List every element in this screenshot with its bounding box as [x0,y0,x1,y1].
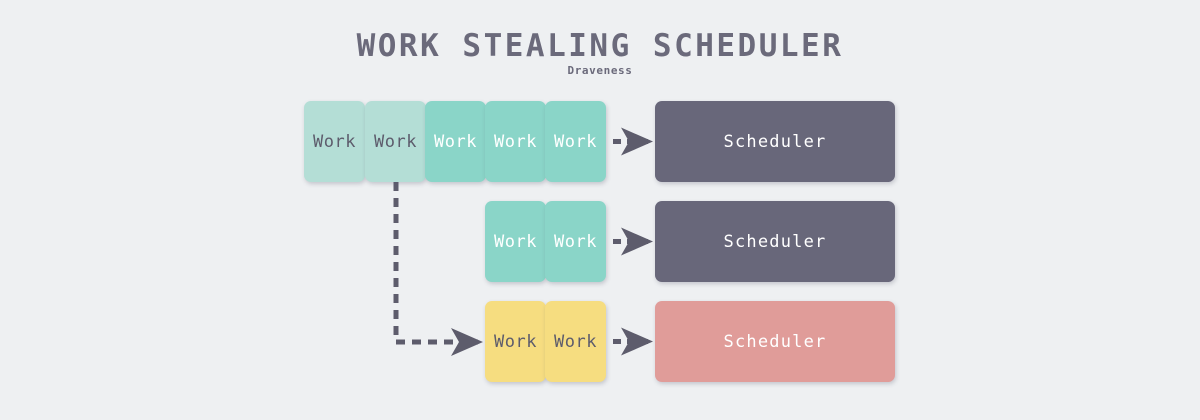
page-subtitle: Draveness [567,64,633,77]
work-item[interactable]: Work [485,101,546,182]
work-item[interactable]: Work [304,101,365,182]
work-item[interactable]: Work [485,301,546,382]
scheduler-box[interactable]: Scheduler [655,101,895,182]
work-item[interactable]: Work [485,201,546,282]
scheduler-box[interactable]: Scheduler [655,201,895,282]
work-item[interactable]: Work [545,301,606,382]
scheduler-box[interactable]: Scheduler [655,301,895,382]
page-title: WORK STEALING SCHEDULER [356,28,844,64]
arrow-steal-row1-to-row3 [393,182,483,356]
work-item[interactable]: Work [365,101,426,182]
work-item[interactable]: Work [545,101,606,182]
work-item[interactable]: Work [545,201,606,282]
work-item[interactable]: Work [425,101,486,182]
